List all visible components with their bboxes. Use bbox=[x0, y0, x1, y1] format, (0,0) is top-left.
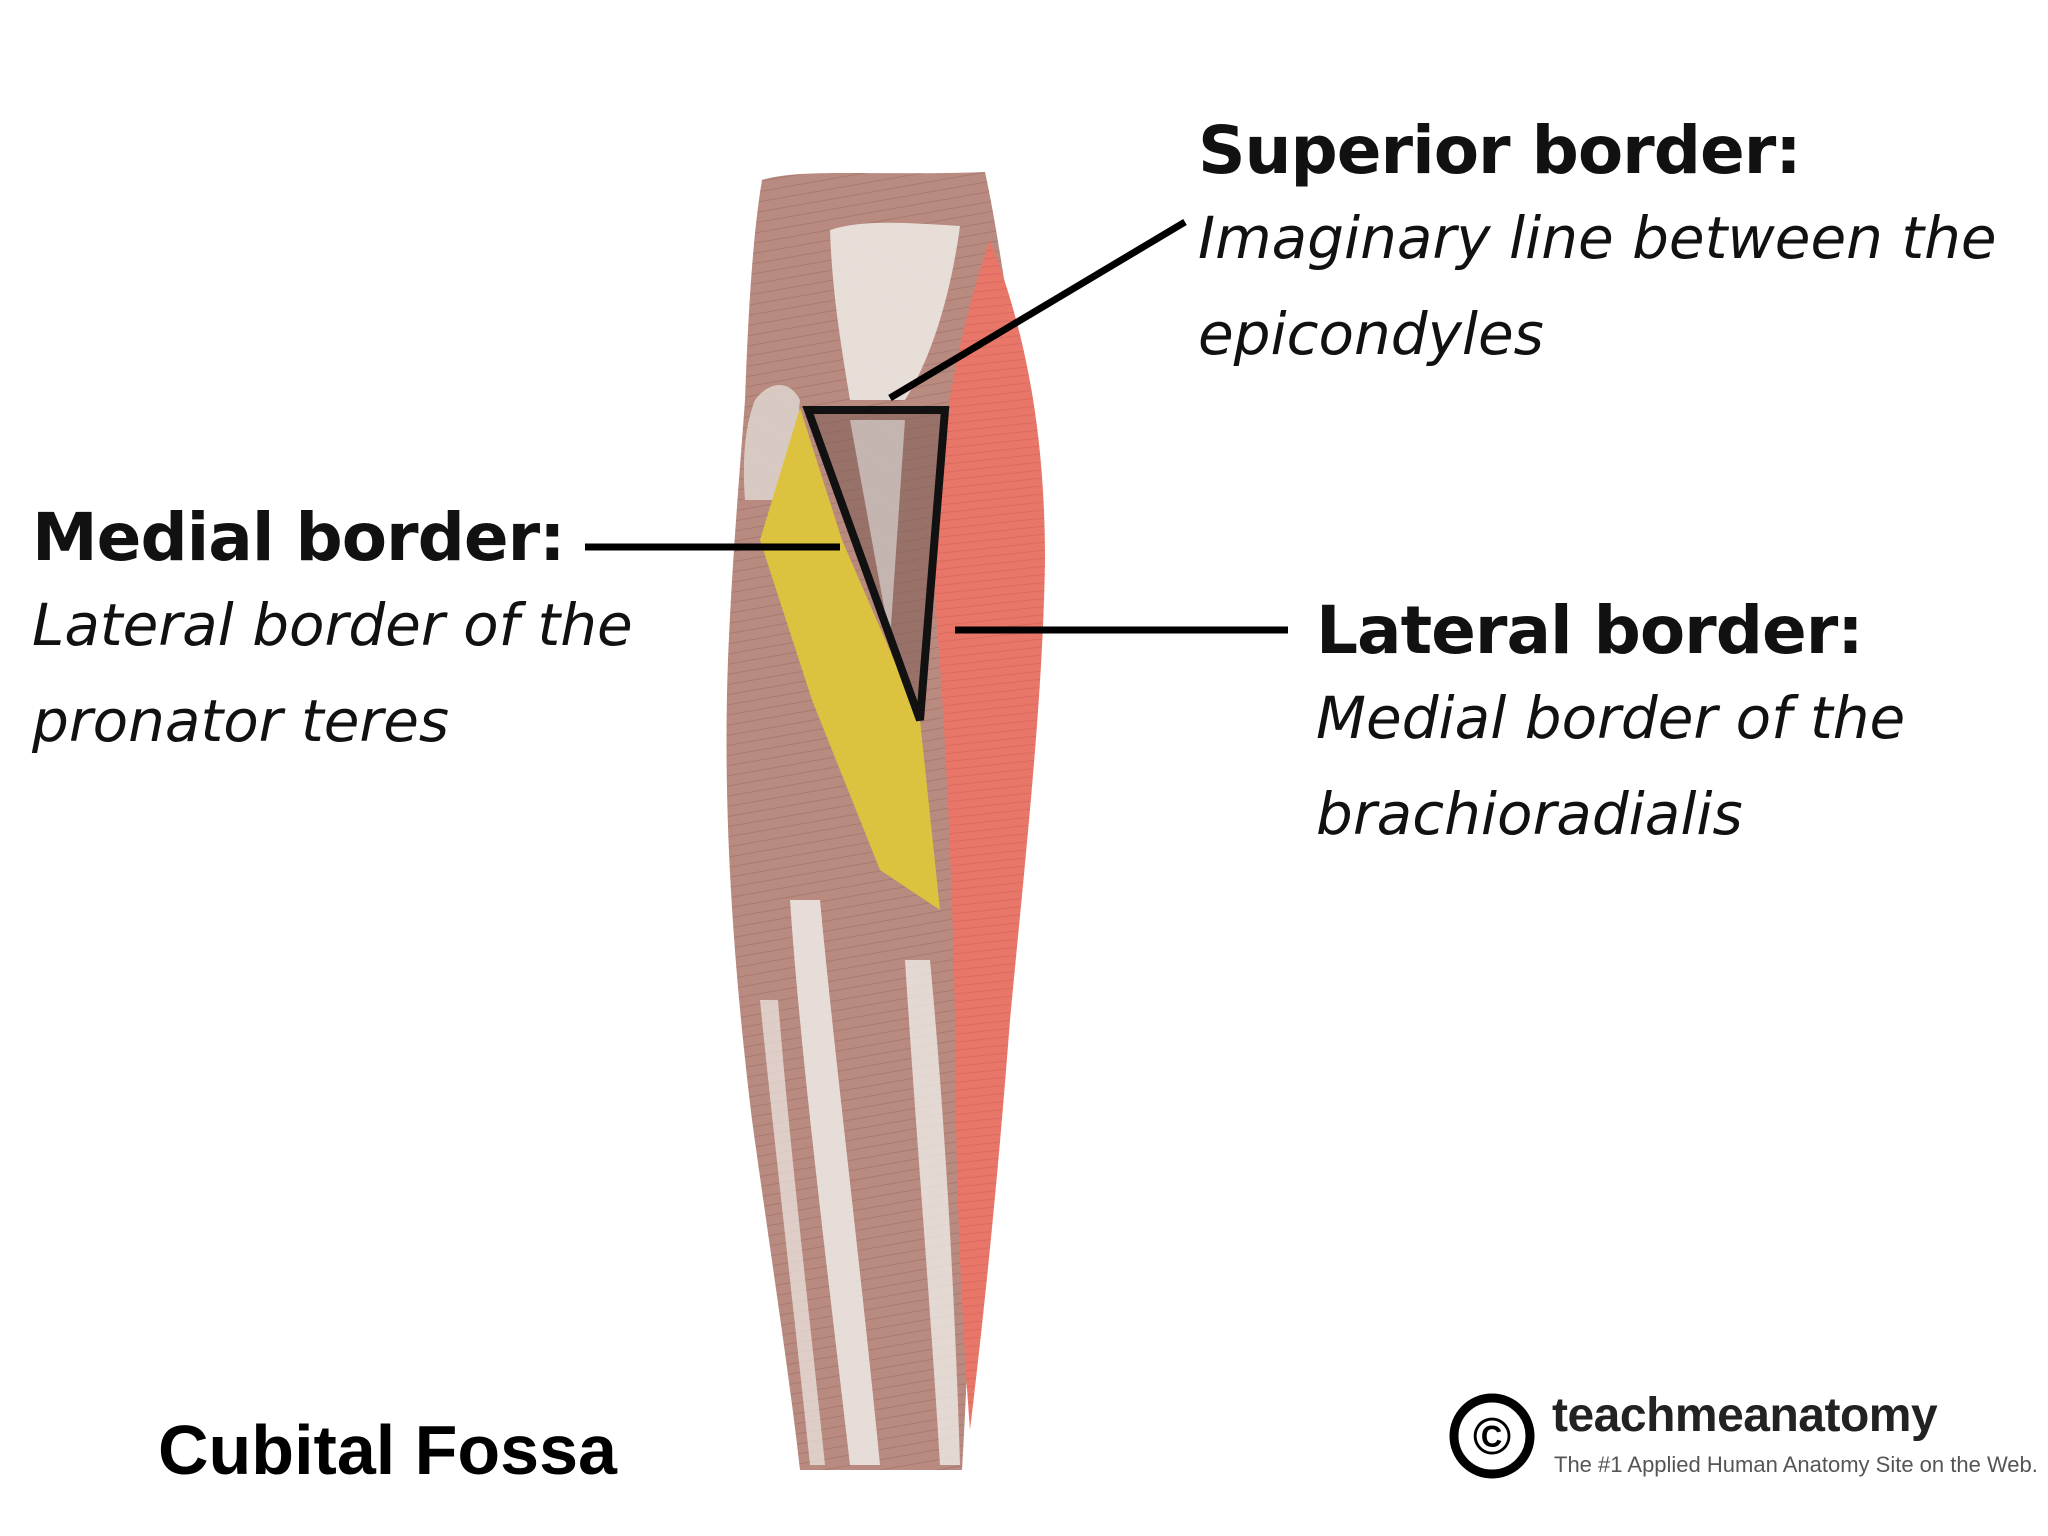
medial-border-label: Medial border: Lateral border of the pro… bbox=[32, 505, 633, 769]
lateral-border-description-line1: Medial border of the bbox=[1316, 684, 1906, 752]
tendon-lower-2 bbox=[905, 960, 960, 1465]
lateral-border-description-line2: brachioradialis bbox=[1316, 780, 1743, 848]
cubital-fossa-outline bbox=[802, 406, 950, 722]
pronator-teres bbox=[760, 408, 940, 910]
tendon-sheath bbox=[830, 222, 960, 400]
copyright-icon-glyph: © bbox=[1473, 1408, 1511, 1466]
tendon-lower-1 bbox=[790, 900, 880, 1465]
superior-border-heading: Superior border: bbox=[1198, 112, 1802, 189]
lateral-border-heading: Lateral border: bbox=[1316, 592, 1864, 669]
superior-border-label: Superior border: Imaginary line between … bbox=[1198, 118, 1997, 382]
logo-name: teachmeanatomy bbox=[1552, 1389, 1938, 1442]
diagram-title: Cubital Fossa bbox=[158, 1411, 617, 1489]
medial-border-description-line1: Lateral border of the bbox=[32, 591, 633, 659]
superior-border-description-line2: epicondyles bbox=[1198, 300, 1544, 368]
medial-border-description-line2: pronator teres bbox=[32, 687, 450, 755]
teachmeanatomy-logo: © teachmeanatomy The #1 Applied Human An… bbox=[1448, 1388, 2038, 1498]
superior-border-description-line1: Imaginary line between the bbox=[1198, 204, 1997, 272]
superior-border-leader bbox=[888, 218, 1187, 402]
medial-border-heading: Medial border: bbox=[32, 499, 566, 576]
forearm-illustration bbox=[726, 172, 1045, 1470]
logo-tagline: The #1 Applied Human Anatomy Site on the… bbox=[1554, 1452, 2038, 1477]
lateral-border-label: Lateral border: Medial border of the bra… bbox=[1316, 598, 1905, 862]
tendon-lower-3 bbox=[760, 1000, 825, 1465]
copyright-icon: © bbox=[1449, 1393, 1535, 1479]
